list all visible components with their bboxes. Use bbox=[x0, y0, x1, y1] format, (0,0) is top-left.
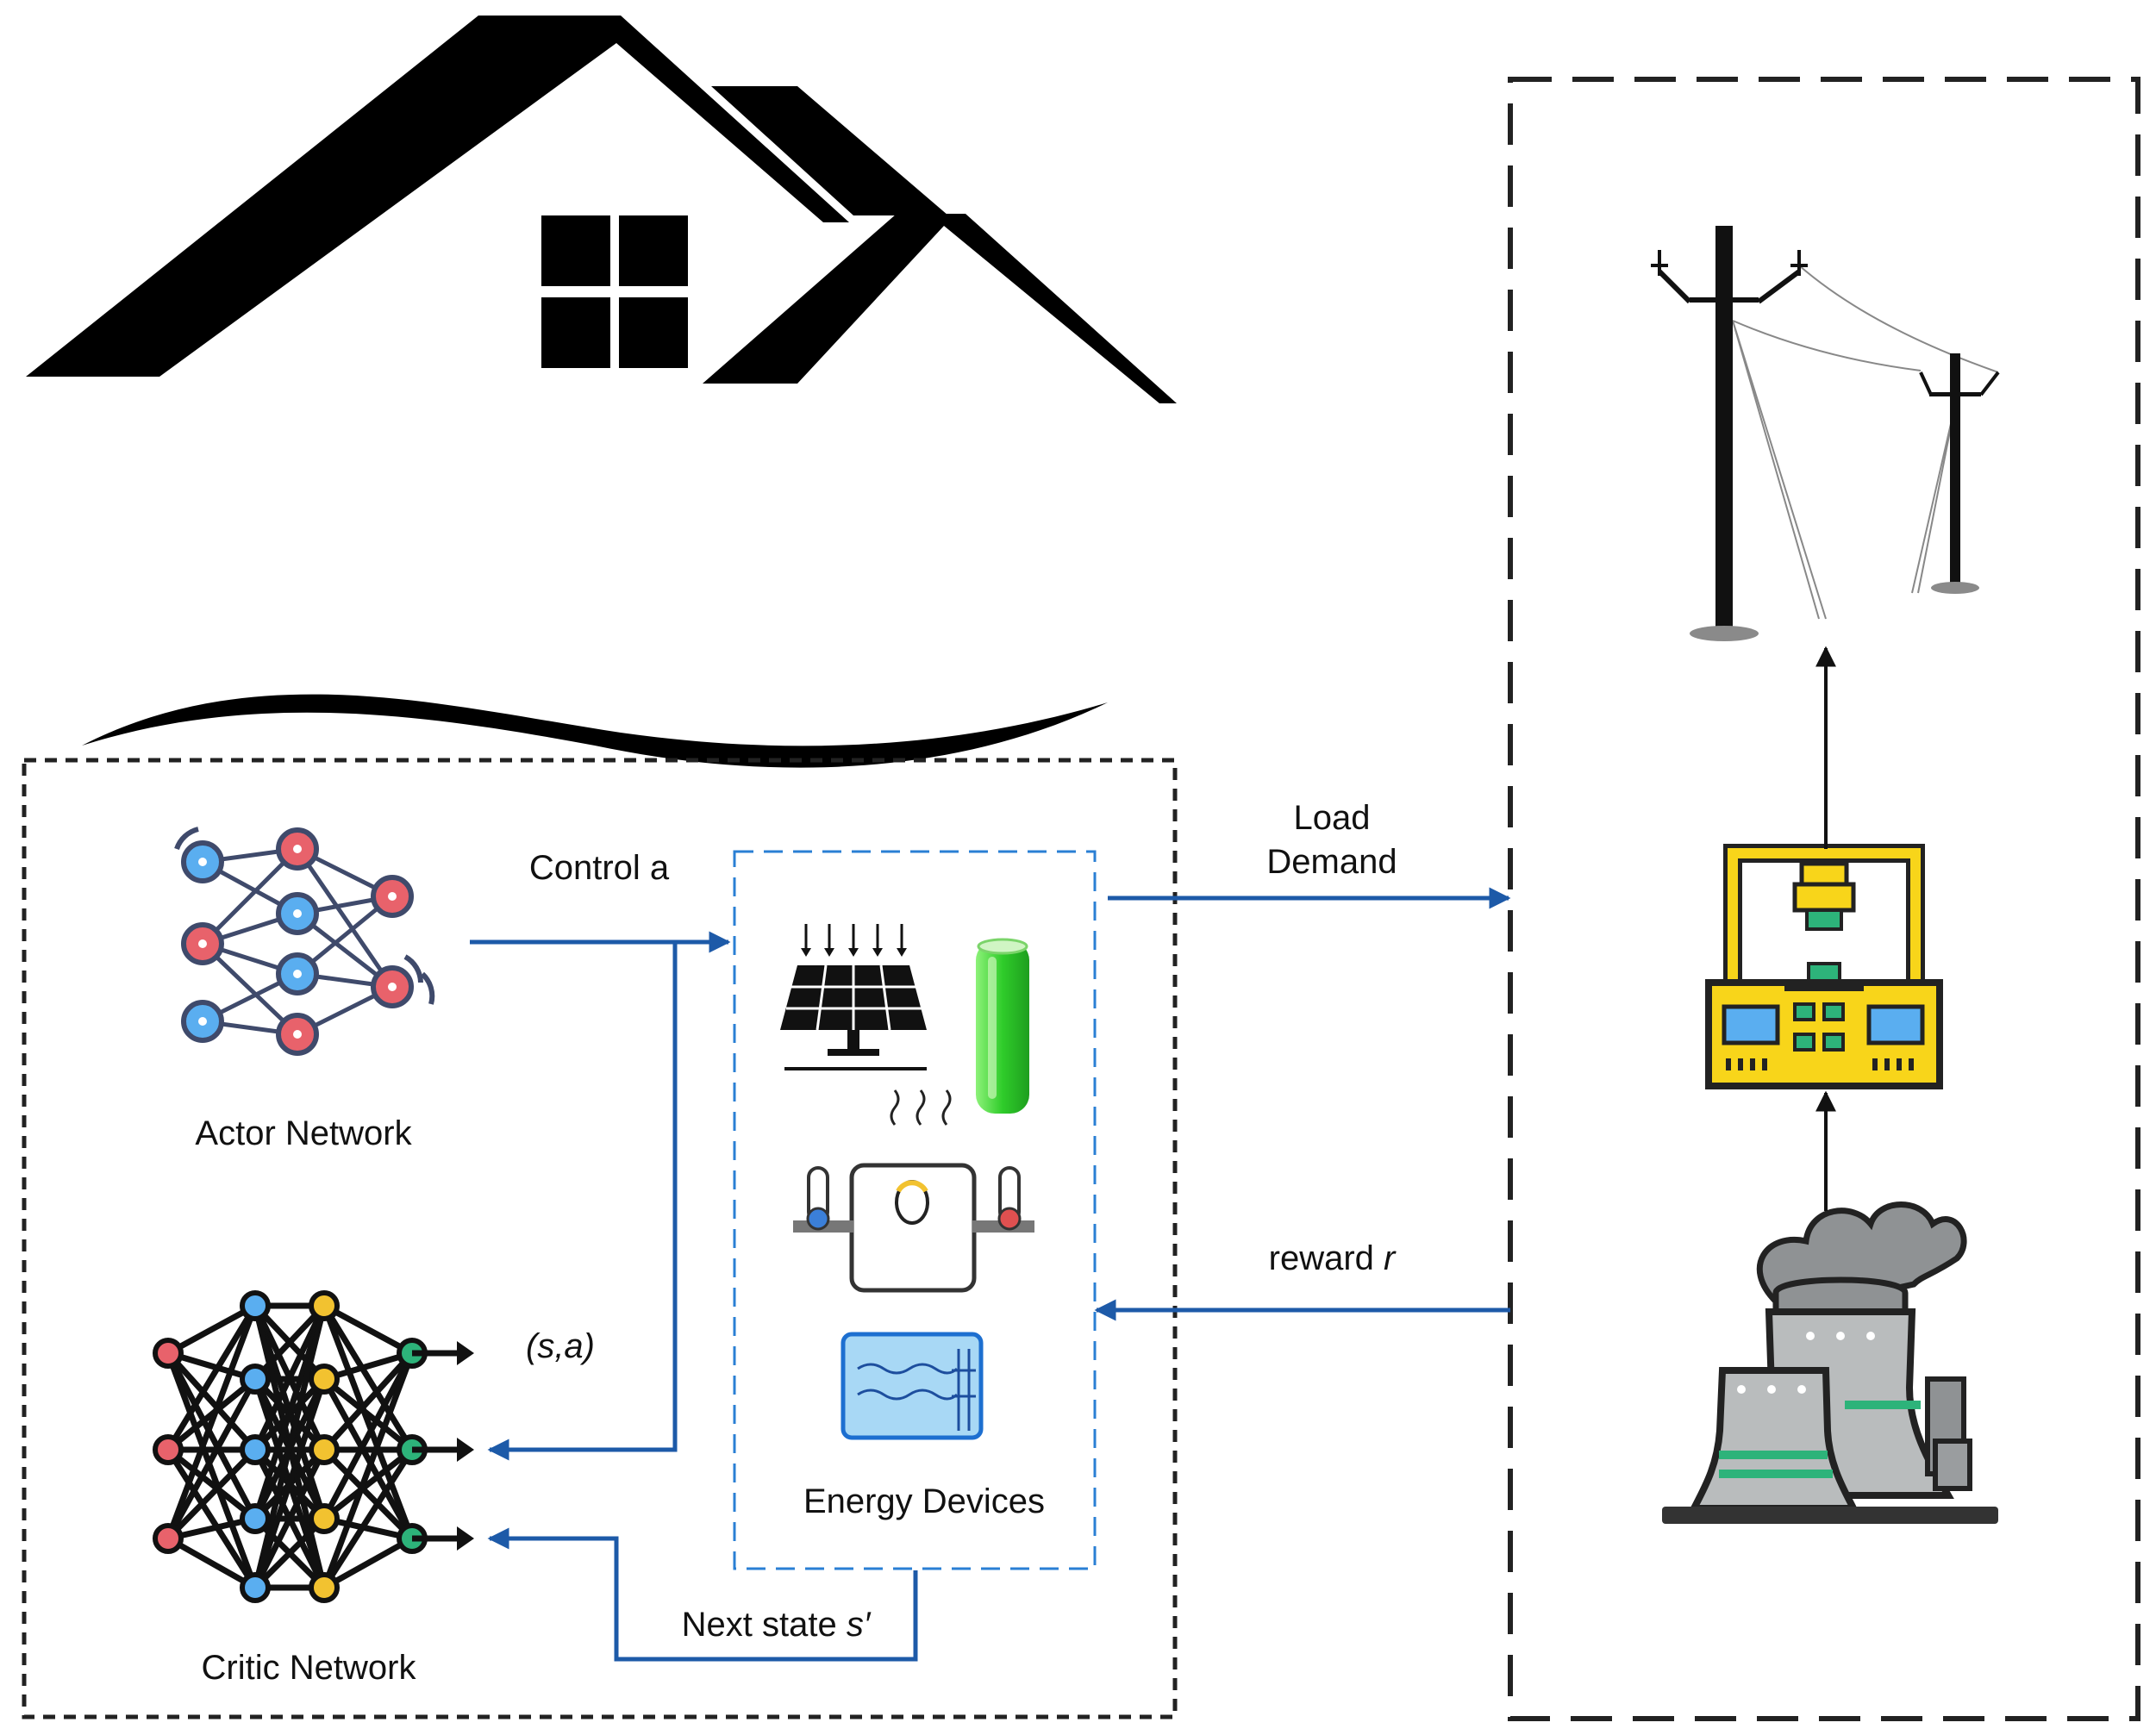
state-action-label: (s,a) bbox=[526, 1327, 595, 1365]
window-icon bbox=[541, 215, 688, 368]
energy-devices-panel bbox=[733, 850, 1097, 1570]
actor-network-label: Actor Network bbox=[195, 1114, 412, 1152]
power-plant-icon bbox=[1662, 1201, 1998, 1524]
home-agent-boundary bbox=[22, 758, 1178, 1719]
next-state-label: Next state s′ bbox=[682, 1606, 872, 1644]
critic-network-label: Critic Network bbox=[202, 1649, 417, 1687]
power-pole-icon bbox=[1651, 226, 2000, 641]
battery-icon bbox=[976, 938, 1029, 1114]
water-heater-icon bbox=[793, 1089, 1034, 1293]
grid-boundary bbox=[1508, 77, 2140, 1721]
thermal-storage-icon bbox=[841, 1332, 984, 1440]
reward-label: reward r bbox=[1269, 1239, 1397, 1277]
state-action-arrow bbox=[487, 942, 678, 1461]
load-demand-label-line2: Demand bbox=[1266, 843, 1397, 881]
ground-swoosh-icon bbox=[82, 694, 1108, 768]
next-state-arrow bbox=[487, 1527, 918, 1662]
load-demand-label-line1: Load bbox=[1294, 799, 1371, 837]
energy-devices-label: Energy Devices bbox=[803, 1482, 1045, 1520]
control-label: Control a bbox=[529, 849, 670, 887]
house-roof-icon bbox=[26, 16, 1177, 403]
actor-network-icon bbox=[174, 827, 435, 1056]
critic-network-icon bbox=[153, 1290, 474, 1603]
substation-icon bbox=[1705, 844, 1943, 1089]
solar-panel-icon bbox=[780, 924, 927, 1070]
